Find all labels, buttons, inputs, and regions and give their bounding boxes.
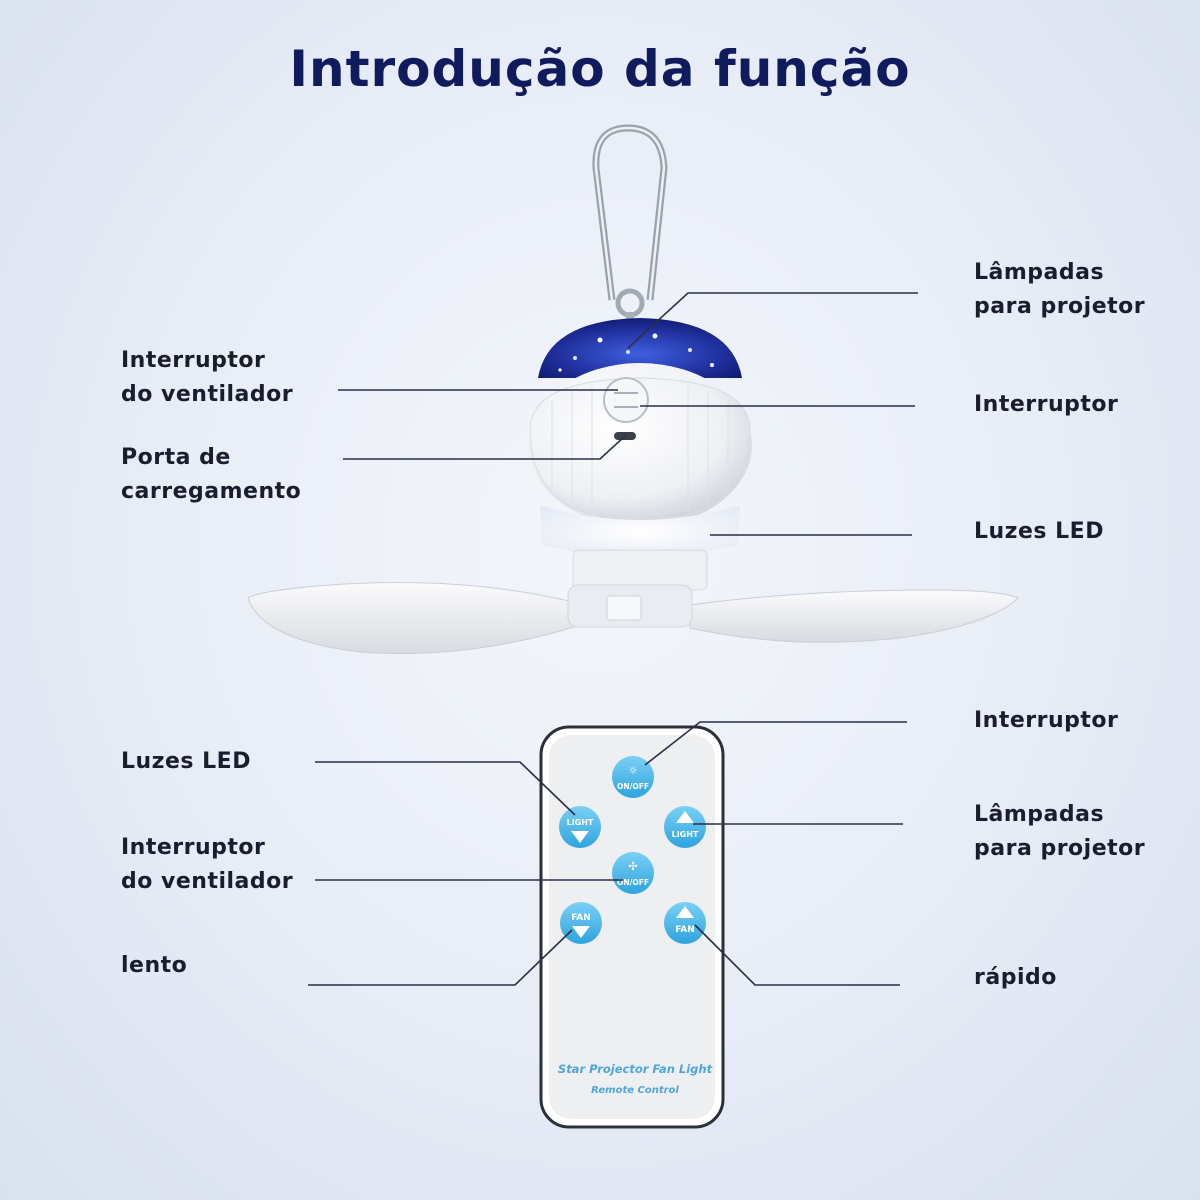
remote-onoff-text: ON/OFF xyxy=(617,782,649,791)
fan-power-button xyxy=(603,377,649,423)
label-projector-lamps-top: Lâmpadas para projetor xyxy=(974,256,1145,324)
label-led-lights-remote: Luzes LED xyxy=(121,749,251,774)
label-fast: rápido xyxy=(974,965,1057,990)
fan-body xyxy=(528,363,752,628)
carabiner-hook xyxy=(592,124,668,332)
label-fan-switch-remote: Interruptor do ventilador xyxy=(121,831,293,899)
remote-fan-up-text: FAN xyxy=(675,925,695,935)
label-fan-switch-top: Interruptor do ventilador xyxy=(121,344,293,412)
remote-light-up-button: LIGHT xyxy=(664,806,706,848)
label-projector-lamps-remote-line1: Lâmpadas xyxy=(974,802,1105,827)
label-led-lights-top: Luzes LED xyxy=(974,519,1104,544)
label-projector-lamps-line2: para projetor xyxy=(974,294,1146,319)
label-fan-switch-remote-line1: Interruptor xyxy=(121,835,266,860)
label-charging-port: Porta de carregamento xyxy=(121,441,301,509)
svg-text:✣: ✣ xyxy=(628,860,637,873)
label-switch-remote: Interruptor xyxy=(974,708,1119,733)
remote-light-up-text: LIGHT xyxy=(672,830,699,839)
label-projector-lamps-remote: Lâmpadas para projetor xyxy=(974,798,1145,866)
remote-fan-down-text: FAN xyxy=(571,913,591,923)
remote-onoff-button: ☼ ON/OFF xyxy=(612,756,654,798)
remote-light-down-text: LIGHT xyxy=(567,818,594,827)
label-projector-lamps-line1: Lâmpadas xyxy=(974,260,1105,285)
remote-brand-line1: Star Projector Fan Light xyxy=(558,1062,713,1076)
label-charging-port-line2: carregamento xyxy=(121,479,302,504)
label-slow: lento xyxy=(121,953,188,978)
label-fan-switch-line2: do ventilador xyxy=(121,382,294,407)
label-projector-lamps-remote-line2: para projetor xyxy=(974,836,1146,861)
fan-callout-lines xyxy=(338,292,918,536)
remote-fan-onoff-button: ✣ ON/OFF xyxy=(612,852,654,894)
remote-light-down-button: LIGHT xyxy=(559,806,601,848)
label-fan-switch-line1: Interruptor xyxy=(121,348,266,373)
label-switch-top: Interruptor xyxy=(974,392,1119,417)
fan-blades xyxy=(247,582,1019,654)
remote-buttons: ☼ ON/OFF LIGHT LIGHT ✣ ON/OFF FAN FAN xyxy=(559,756,706,944)
label-charging-port-line1: Porta de xyxy=(121,445,231,470)
remote-fan-onoff-text: ON/OFF xyxy=(617,878,649,887)
remote-fan-up-button: FAN xyxy=(664,902,706,944)
page-title: Introdução da função xyxy=(289,40,911,98)
label-fan-switch-remote-line2: do ventilador xyxy=(121,869,294,894)
svg-text:☼: ☼ xyxy=(628,764,638,777)
remote-callout-lines xyxy=(308,721,907,986)
remote-fan-down-button: FAN xyxy=(560,902,602,944)
remote-brand-line2: Remote Control xyxy=(591,1085,679,1096)
